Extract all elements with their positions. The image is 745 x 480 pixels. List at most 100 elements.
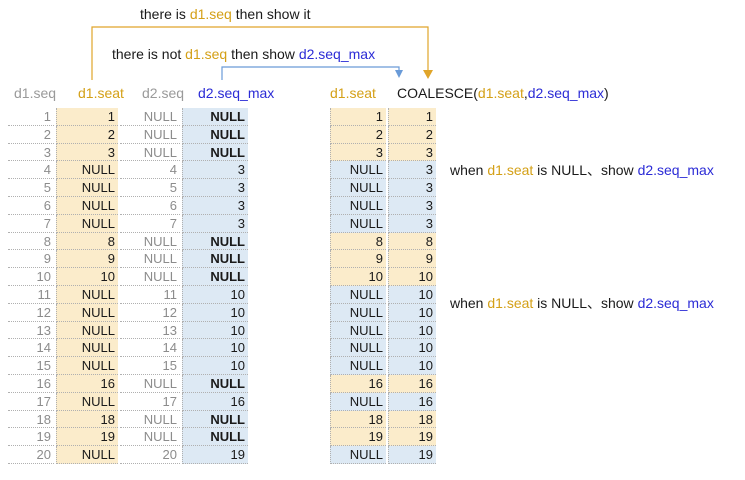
cell-right-d1-seat: 3 [330, 143, 386, 162]
cell-d2-seq: 15 [120, 357, 180, 375]
cell-d2-seq: 6 [120, 197, 180, 215]
cell-coalesce: 10 [388, 285, 436, 304]
cell-coalesce: 3 [388, 143, 436, 162]
cell-d1-seq: 3 [8, 144, 54, 162]
cell-coalesce: 10 [388, 321, 436, 340]
cell-coalesce: 3 [388, 196, 436, 215]
cell-d1-seq: 14 [8, 339, 54, 358]
cell-d2-seq-max: NULL [182, 108, 248, 126]
cell-d1-seat: 2 [56, 125, 118, 144]
cell-d2-seq: NULL [120, 375, 180, 393]
cell-coalesce: 3 [388, 161, 436, 180]
cell-coalesce: 10 [388, 357, 436, 375]
cell-right-d1-seat: NULL [330, 321, 386, 340]
cell-d1-seat: NULL [56, 321, 118, 340]
cell-d2-seq: 14 [120, 339, 180, 358]
cell-right-d1-seat: NULL [330, 179, 386, 197]
header-right-d1-seat: d1.seat [330, 85, 376, 101]
cell-d2-seq: 20 [120, 446, 180, 464]
cell-d1-seq: 18 [8, 411, 54, 429]
cell-d2-seq-max: NULL [182, 232, 248, 251]
note-1: when d1.seat is NULL、show d2.seq_max [450, 160, 714, 180]
cell-d2-seq-max: 10 [182, 357, 248, 375]
cell-d1-seat: 16 [56, 374, 118, 393]
cell-right-d1-seat: 8 [330, 232, 386, 251]
cell-d2-seq-max: NULL [182, 374, 248, 393]
blue-connector [221, 66, 400, 80]
cell-right-d1-seat: 2 [330, 125, 386, 144]
orange-arrowhead [423, 70, 433, 79]
coalesce-arg-b: d2.seq_max [527, 85, 605, 101]
annotation-text: there is not [112, 46, 186, 62]
annotation-seq: d1.seq [189, 6, 232, 22]
cell-d1-seat: NULL [56, 179, 118, 197]
header-d1-seat: d1.seat [78, 85, 124, 101]
cell-coalesce: 1 [388, 108, 436, 126]
cell-d2-seq-max: NULL [182, 268, 248, 286]
note-max: d2.seq_max [637, 162, 714, 178]
coalesce-arg-a: d1.seat [477, 85, 524, 101]
note-max: d2.seq_max [637, 295, 714, 311]
cell-d2-seq-max: 3 [182, 179, 248, 197]
cell-d1-seat: 9 [56, 250, 118, 269]
cell-right-d1-seat: 16 [330, 374, 386, 393]
cell-d2-seq-max: 16 [182, 392, 248, 411]
cell-d1-seq: 6 [8, 197, 54, 215]
cell-right-d1-seat: NULL [330, 446, 386, 464]
cell-coalesce: 3 [388, 214, 436, 233]
cell-d1-seat: NULL [56, 357, 118, 375]
cell-d2-seq-max: 3 [182, 161, 248, 180]
cell-d2-seq: NULL [120, 250, 180, 269]
cell-right-d1-seat: NULL [330, 303, 386, 322]
header-d1-seq: d1.seq [14, 85, 57, 101]
cell-d2-seq: NULL [120, 428, 180, 447]
cell-right-d1-seat: NULL [330, 214, 386, 233]
cell-d2-seq: NULL [120, 144, 180, 162]
cell-right-d1-seat: 19 [330, 428, 386, 447]
cell-d1-seq: 20 [8, 446, 54, 464]
cell-d2-seq: NULL [120, 233, 180, 251]
cell-d1-seat: NULL [56, 161, 118, 180]
cell-right-d1-seat: 18 [330, 410, 386, 429]
cell-coalesce: 9 [388, 250, 436, 269]
cell-d2-seq: 5 [120, 179, 180, 197]
cell-d2-seq: 7 [120, 215, 180, 233]
cell-right-d1-seat: NULL [330, 161, 386, 180]
cell-d1-seat: NULL [56, 339, 118, 358]
cell-right-d1-seat: NULL [330, 357, 386, 375]
note-seat: d1.seat [487, 295, 534, 311]
cell-d2-seq-max: NULL [182, 428, 248, 447]
annotation-text: then show [227, 46, 299, 62]
cell-right-d1-seat: 1 [330, 108, 386, 126]
cell-d1-seat: NULL [56, 303, 118, 322]
annotation-text: there is [140, 6, 190, 22]
cell-d1-seq: 9 [8, 250, 54, 269]
cell-d1-seq: 7 [8, 215, 54, 233]
orange-connector [91, 26, 429, 80]
coalesce-end: ) [604, 85, 609, 101]
cell-coalesce: 2 [388, 125, 436, 144]
cell-coalesce: 10 [388, 339, 436, 358]
cell-coalesce: 19 [388, 446, 436, 464]
note-text: is NULL、show [533, 162, 638, 178]
cell-d1-seq: 15 [8, 357, 54, 375]
cell-d2-seq: 12 [120, 304, 180, 322]
header-d2-seq-max: d2.seq_max [198, 85, 275, 101]
cell-d1-seq: 11 [8, 286, 54, 304]
cell-d1-seq: 4 [8, 161, 54, 180]
cell-right-d1-seat: 10 [330, 268, 386, 286]
cell-d2-seq: 17 [120, 393, 180, 411]
cell-d1-seat: NULL [56, 214, 118, 233]
header-coalesce: COALESCE(d1.seat,d2.seq_max) [397, 85, 609, 101]
cell-d2-seq-max: NULL [182, 143, 248, 162]
cell-d1-seq: 19 [8, 428, 54, 447]
cell-right-d1-seat: NULL [330, 392, 386, 411]
cell-d1-seq: 13 [8, 322, 54, 340]
cell-d2-seq-max: 10 [182, 321, 248, 340]
